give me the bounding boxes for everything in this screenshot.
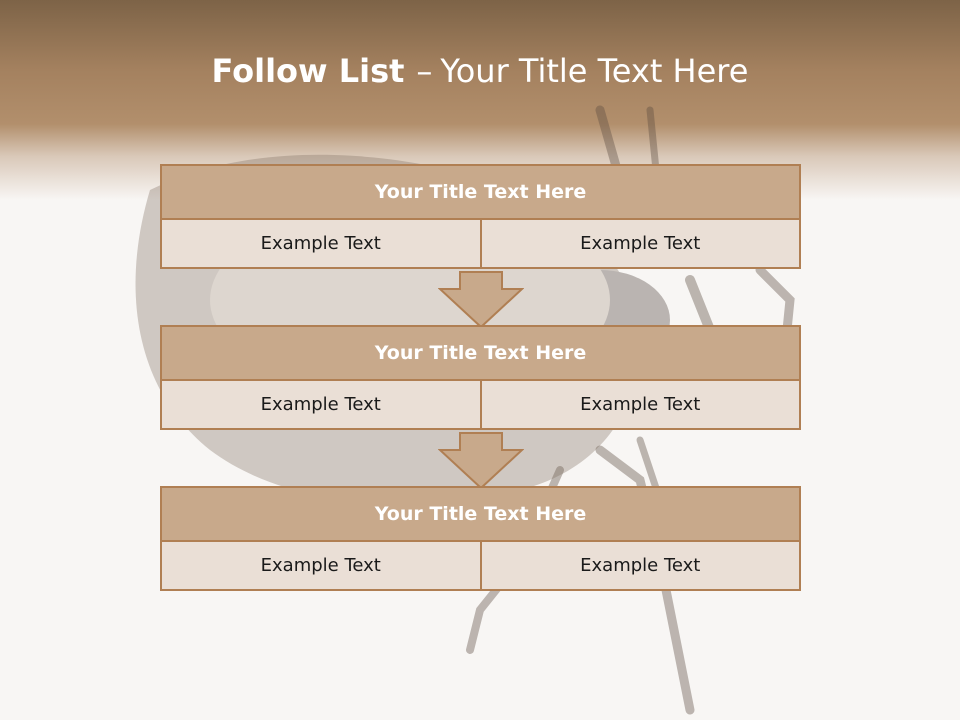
block-cell-left: Example Text bbox=[160, 542, 482, 591]
block-cell-right: Example Text bbox=[481, 220, 801, 269]
block-cell-right: Example Text bbox=[481, 542, 801, 591]
title-bold-part: Follow List bbox=[211, 52, 405, 90]
block-cell-right: Example Text bbox=[481, 381, 801, 430]
block-row: Example Text Example Text bbox=[160, 220, 801, 269]
slide-title: Follow List–Your Title Text Here bbox=[0, 52, 960, 90]
list-block-3: Your Title Text Here Example Text Exampl… bbox=[160, 486, 801, 591]
down-arrow-icon bbox=[438, 432, 524, 490]
down-arrow-icon bbox=[438, 271, 524, 329]
title-rest-part: Your Title Text Here bbox=[440, 52, 749, 90]
block-row: Example Text Example Text bbox=[160, 381, 801, 430]
block-heading: Your Title Text Here bbox=[160, 325, 801, 381]
block-row: Example Text Example Text bbox=[160, 542, 801, 591]
block-heading: Your Title Text Here bbox=[160, 164, 801, 220]
block-cell-left: Example Text bbox=[160, 381, 482, 430]
block-cell-left: Example Text bbox=[160, 220, 482, 269]
list-block-2: Your Title Text Here Example Text Exampl… bbox=[160, 325, 801, 430]
block-heading: Your Title Text Here bbox=[160, 486, 801, 542]
title-separator: – bbox=[416, 52, 433, 90]
list-block-1: Your Title Text Here Example Text Exampl… bbox=[160, 164, 801, 269]
